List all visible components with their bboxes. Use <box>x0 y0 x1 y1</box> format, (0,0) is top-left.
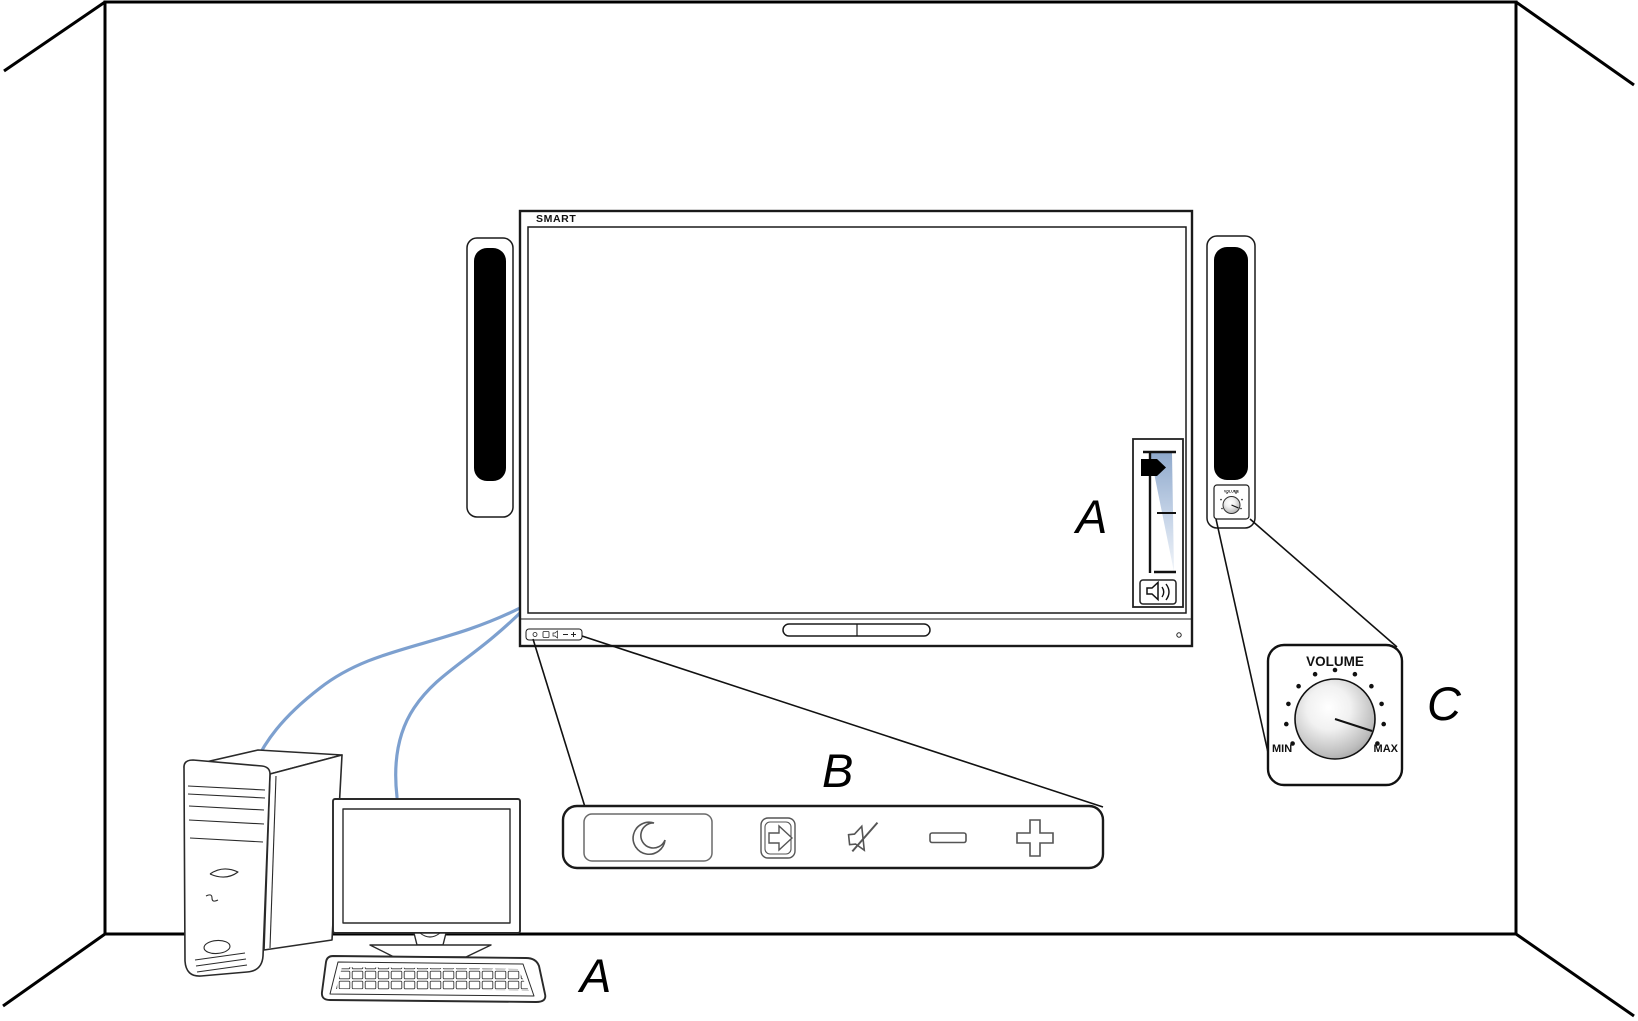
room-corner-bottom-right <box>1515 932 1635 1018</box>
minus-icon <box>929 832 967 844</box>
input-arrow-icon-small <box>542 631 550 638</box>
room-corner-top-right <box>1515 0 1635 87</box>
left-speaker-grille <box>474 248 506 481</box>
computer-keyboard <box>320 955 547 1003</box>
speaker-sound-icon <box>1146 580 1159 602</box>
min-label: MIN <box>1272 743 1292 755</box>
tower-latch <box>209 868 239 878</box>
monitor-screen <box>342 808 511 924</box>
interactive-display: SMART <box>518 209 1194 648</box>
room-corner-bottom-left <box>2 932 106 1008</box>
connection-cables <box>248 606 523 799</box>
plus-icon-small <box>571 632 576 637</box>
monitor-stand-neck <box>413 932 447 946</box>
volume-title: VOLUME <box>1306 654 1364 669</box>
onscreen-volume-slider[interactable] <box>1132 438 1184 608</box>
slider-arrow-thumb[interactable] <box>1141 459 1166 476</box>
plus-icon <box>1016 819 1054 857</box>
tower-vents <box>194 952 248 973</box>
tower-front-details <box>187 775 277 973</box>
front-control-panel <box>561 804 1105 870</box>
tower-emblem <box>203 939 231 955</box>
volume-knob-panel: VOLUME MIN MAX <box>1266 643 1404 787</box>
mini-knob-ticks <box>1220 492 1243 510</box>
slider-speaker-button[interactable] <box>1139 579 1177 605</box>
speaker-mute-icon <box>847 824 866 852</box>
left-speaker <box>466 237 514 518</box>
computer-tower <box>183 749 343 977</box>
knob-pointer <box>1334 718 1373 732</box>
right-speaker-grille <box>1214 247 1248 480</box>
mute-slash-icon <box>851 821 879 853</box>
display-screen <box>527 226 1187 614</box>
label-c-knob: C <box>1427 677 1462 730</box>
volume-up-button[interactable] <box>1016 819 1054 857</box>
knob-tick-dots <box>1284 667 1386 746</box>
volume-knob[interactable] <box>1294 678 1376 760</box>
smart-logo: SMART <box>536 213 576 225</box>
speaker-volume-knob-small[interactable]: VOLUME <box>1213 484 1250 520</box>
keyboard-keys <box>336 967 529 991</box>
mute-button[interactable] <box>847 821 881 853</box>
computer-monitor <box>332 798 521 960</box>
label-b-panel: B <box>822 744 853 797</box>
input-arrow-icon <box>768 824 794 852</box>
front-control-panel-small[interactable] <box>525 628 583 641</box>
moon-icon-small <box>532 632 538 637</box>
tower-front-face <box>183 759 271 977</box>
right-speaker: VOLUME <box>1206 235 1256 529</box>
input-select-button[interactable] <box>760 817 796 859</box>
callout-lines-b <box>532 635 1104 808</box>
speaker-mute-icon-small <box>552 630 558 639</box>
moon-icon <box>632 821 666 856</box>
callout-lines-c <box>1215 518 1398 758</box>
cable-to-tower <box>248 606 522 778</box>
label-a-slider: A <box>1073 490 1107 543</box>
volume-down-button[interactable] <box>929 832 967 844</box>
max-label: MAX <box>1374 743 1399 755</box>
power-led-icon <box>1176 632 1182 638</box>
cable-to-monitor <box>394 610 523 799</box>
standby-button[interactable] <box>583 813 713 862</box>
sound-waves-icon <box>1161 583 1170 601</box>
monitor-stand-base <box>369 944 492 958</box>
mini-volume-label: VOLUME <box>1224 490 1240 494</box>
room-corner-top-left <box>3 0 106 73</box>
label-a-computer: A <box>577 949 611 1002</box>
